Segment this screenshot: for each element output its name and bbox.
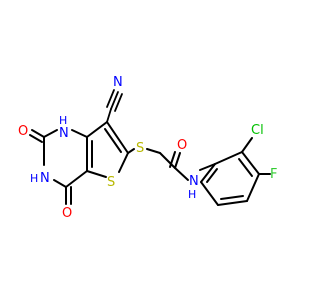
atom-o-amide: O bbox=[177, 138, 187, 153]
bond-c-amide-o bbox=[174, 152, 181, 169]
atom-n1: N bbox=[59, 126, 69, 141]
atom-o2: O bbox=[18, 124, 28, 139]
bond-c-amide-o-double bbox=[169, 151, 176, 168]
bond-ar-2 bbox=[241, 151, 260, 175]
bond-s-link-ch2 bbox=[146, 148, 161, 154]
atom-o4: O bbox=[62, 206, 72, 221]
bond-n-ring bbox=[199, 163, 216, 171]
bond-s-c6 bbox=[118, 152, 129, 173]
bond-n1-c2 bbox=[43, 129, 58, 138]
bond-nitrile-triple-1 bbox=[110, 91, 119, 110]
bond-n3-c4 bbox=[53, 179, 67, 188]
bond-ch2-c-amide bbox=[159, 152, 176, 169]
bond-c6-s-link bbox=[127, 148, 135, 154]
bond-c7a-n1 bbox=[71, 129, 88, 138]
bond-ar-6-double bbox=[206, 168, 218, 183]
molecule-structure: N H N O H N O S S O N H Cl F bbox=[18, 75, 277, 221]
bond-ar-5 bbox=[200, 181, 219, 206]
atom-s-ring: S bbox=[107, 175, 115, 190]
atom-n-cyano: N bbox=[113, 75, 123, 90]
bond-ar-cl bbox=[241, 137, 253, 153]
bond-ar-3 bbox=[246, 173, 260, 202]
bond-c6-c7 bbox=[106, 121, 129, 154]
bond-ar-4-double bbox=[220, 195, 244, 200]
bond-c2-o2-double bbox=[29, 134, 43, 143]
bond-c-amide-n bbox=[174, 167, 189, 181]
bond-nitrile-triple-3 bbox=[114, 93, 123, 112]
bond-ar-1 bbox=[214, 151, 243, 165]
bond-ar-6 bbox=[200, 163, 216, 183]
bond-c2-o2 bbox=[31, 129, 45, 138]
bond-c4-c4a bbox=[65, 170, 88, 188]
bond-c7-cn bbox=[106, 108, 112, 123]
atom-f: F bbox=[270, 167, 277, 182]
atom-cl: Cl bbox=[251, 123, 264, 138]
bond-c4a-s bbox=[86, 170, 107, 178]
bond-ar-4 bbox=[217, 200, 248, 206]
bond-ar-2-double bbox=[238, 158, 253, 177]
bonds bbox=[29, 89, 271, 206]
atom-n3: N bbox=[40, 171, 50, 186]
atom-h-n-amide: H bbox=[188, 188, 196, 201]
bond-c6-c7-inner bbox=[104, 128, 122, 153]
atom-h-n3: H bbox=[30, 172, 38, 185]
atom-n-amide: N bbox=[189, 174, 199, 189]
bond-nitrile-triple-2 bbox=[106, 89, 115, 108]
atom-labels: N H N O H N O S S O N H Cl F bbox=[18, 75, 277, 221]
atom-h-n1: H bbox=[59, 114, 67, 127]
bond-c7-c7a bbox=[86, 121, 108, 138]
atom-s-link: S bbox=[136, 141, 144, 156]
